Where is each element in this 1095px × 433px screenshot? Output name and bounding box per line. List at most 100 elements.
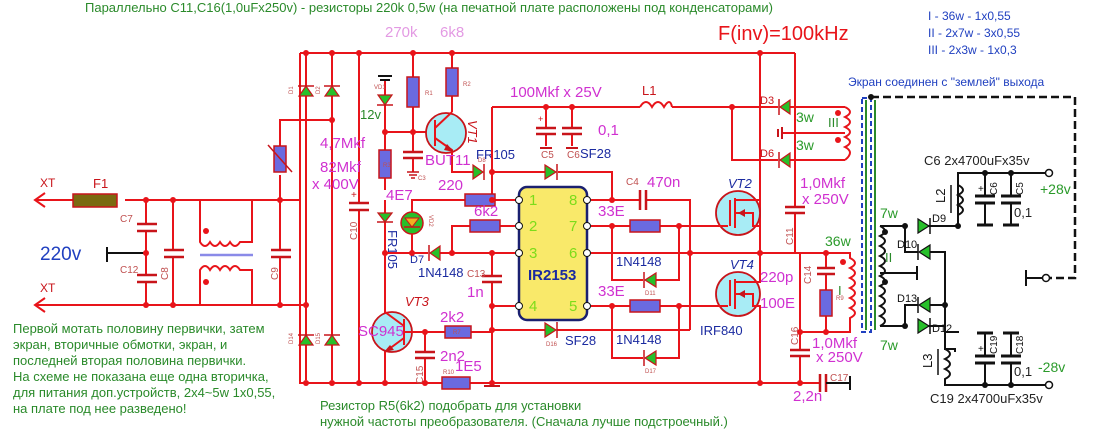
winding-II-label: II — [885, 250, 892, 265]
led-resistor-value: 4E7 — [386, 187, 413, 204]
power-stage: VT2 VT4 IRF840 220p 100E D3 D6 3w 3w III… — [700, 50, 863, 405]
tuning-note-line-1: Резистор R5(6k2) подобрать для установки — [320, 398, 581, 413]
inductor-l1 — [639, 101, 673, 109]
gate-low-value: 33E — [598, 283, 625, 300]
r7-label: R7 — [453, 330, 461, 336]
r5-value: 6k2 — [474, 203, 498, 220]
c10-label: C10 — [349, 221, 360, 240]
r9-label: R9 — [836, 296, 844, 302]
ic-pin-1: 1 — [529, 192, 537, 209]
ground-icon — [407, 171, 419, 179]
snubber-res-value: 100E — [760, 295, 795, 312]
c12-label: C12 — [120, 265, 139, 276]
winding-II-top-turns: 7w — [880, 205, 899, 221]
d8-label: D8 — [478, 158, 486, 164]
d2-label: D2 — [316, 86, 322, 94]
diode-d16 — [544, 321, 558, 339]
d16-label: D16 — [546, 342, 558, 348]
winding-3b-turns: 3w — [796, 137, 815, 153]
sf28-top-label: SF28 — [580, 146, 611, 161]
fr105-label-vertical: FR105 — [385, 230, 400, 269]
d15-label: D15 — [316, 332, 322, 344]
negative-output-label: -28v — [1038, 359, 1065, 375]
terminal-negative[interactable] — [1044, 380, 1054, 390]
d3-label: D3 — [760, 95, 774, 107]
resistor-r10 — [441, 376, 471, 390]
c17-value: 2,2n — [793, 388, 822, 405]
c8-label: C8 — [160, 267, 171, 280]
d17-part-label: 1N4148 — [616, 332, 662, 347]
r4-value: 220 — [438, 177, 463, 194]
terminal-ground[interactable] — [1041, 273, 1051, 283]
xt-arrow-bottom-icon — [33, 297, 46, 313]
c11-value-1: 1,0Mkf — [800, 175, 846, 192]
winding-III — [842, 106, 851, 161]
r7-value: 2k2 — [440, 309, 464, 326]
vt2-label: VT2 — [728, 176, 753, 191]
note-line-4: На схеме не показана еще одна вторичка, — [13, 369, 269, 384]
note-line-3: последней вторая половина первички. — [13, 353, 246, 368]
xt-bottom-label: XT — [40, 281, 56, 295]
c19-output-label: C19 — [989, 335, 1000, 354]
resistor-gate-high — [629, 219, 661, 233]
r1-label: R1 — [425, 91, 433, 97]
terminal-positive[interactable] — [1044, 168, 1054, 178]
d11-label: D11 — [645, 291, 656, 297]
screen-ground-wire — [871, 95, 1077, 280]
ic-pin-2: 2 — [529, 218, 537, 235]
r2-value: 6k8 — [440, 24, 464, 41]
l3-label: L3 — [920, 354, 935, 368]
c16-value-1: 1,0Mkf — [812, 335, 858, 352]
resistor-gate-low — [629, 299, 661, 313]
bulk-cap-value-3: x 400V — [312, 176, 359, 193]
resistor-r5 — [469, 219, 501, 233]
c18-output-value: 0,1 — [1014, 364, 1032, 379]
inductor-l2 — [955, 173, 964, 216]
c13-label: C13 — [467, 269, 486, 280]
fr105-label: FR105 — [476, 147, 515, 162]
diode-d9 — [917, 217, 931, 235]
winding-II — [877, 225, 886, 327]
note-line-6: на плате под нее разведено! — [13, 401, 187, 416]
fuse-label: F1 — [93, 176, 108, 191]
winding-I-label: I — [838, 283, 842, 298]
bulk-cap-value-1: 4,7Mkf — [320, 135, 366, 152]
zener-voltage-label: 12v — [360, 107, 381, 122]
zener-vd1 — [376, 94, 394, 107]
diode-d1 — [297, 84, 315, 97]
r2-label: R2 — [463, 82, 471, 88]
negative-caps-label: C19 2x4700uFx35v — [930, 391, 1043, 406]
d10-label: D10 — [897, 239, 917, 251]
r1-value: 270k — [385, 24, 418, 41]
winding-III-label: III — [828, 115, 839, 130]
winding-3a-turns: 3w — [796, 109, 815, 125]
ic-pin-5: 5 — [569, 298, 577, 315]
input-filter: F1 XT XT 220v C7 C12 C8 C9 — [33, 119, 300, 313]
ic-pin-4: 4 — [529, 298, 537, 315]
ic-label: IR2153 — [528, 267, 576, 284]
c9-label: C9 — [270, 267, 281, 280]
diode-d17 — [643, 349, 657, 367]
sf28-bottom-label: SF28 — [565, 333, 596, 348]
c5-output-value: 0,1 — [1014, 205, 1032, 220]
l1-label: L1 — [642, 83, 656, 98]
xt-arrow-top-icon — [33, 192, 46, 208]
c11-value-2: x 250V — [802, 191, 849, 208]
l2-label: L2 — [933, 189, 948, 203]
d7-part-label: 1N4148 — [418, 265, 464, 280]
resistor-r7 — [444, 325, 472, 339]
diode-d14 — [297, 333, 315, 346]
c18-output-label: C18 — [1015, 335, 1026, 354]
c15-label: C15 — [415, 365, 426, 384]
vt1-label: VT1 — [465, 120, 480, 144]
tuning-note-line-2: нужной частоты преобразователя. (Сначала… — [320, 414, 728, 429]
ic-pin-8: 8 — [569, 192, 577, 209]
c4-value: 470n — [647, 174, 680, 191]
parallel-resistors-note: Параллельно С11,С16(1,0uFx250v) - резист… — [85, 0, 773, 15]
diode-d10 — [917, 243, 931, 261]
c16-label: C16 — [790, 326, 801, 345]
diode-d2 — [323, 84, 341, 97]
winding-spec-1: I - 36w - 1x0,55 — [928, 9, 1011, 23]
c6-output-label: C6 — [989, 182, 1000, 195]
note-line-5: для питания доп.устройств, 2x4~5w 1x0,55… — [13, 385, 275, 400]
